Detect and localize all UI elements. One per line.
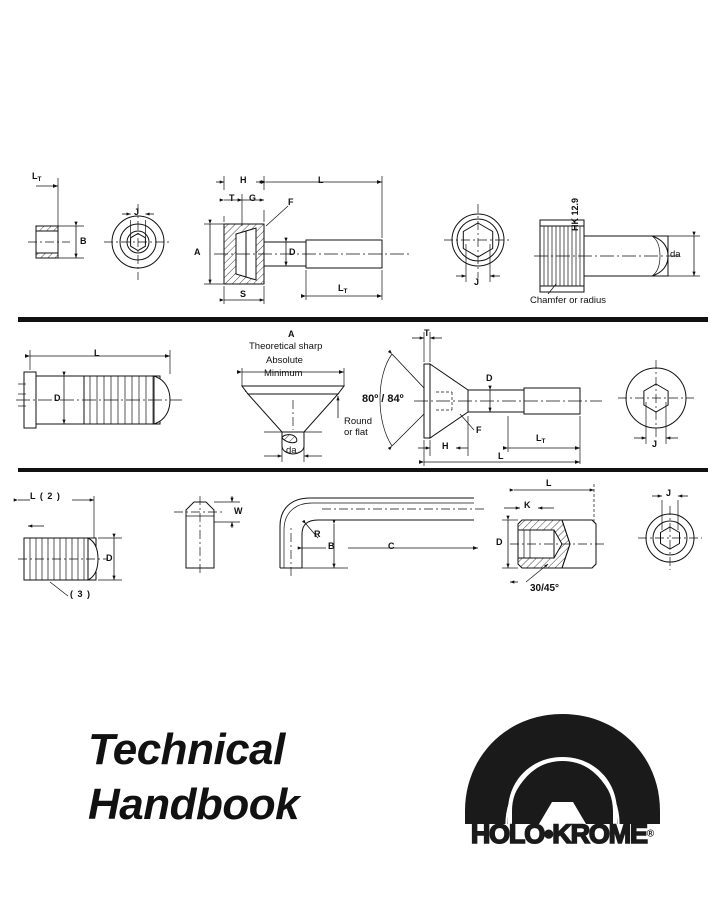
flat-head-screw-side-view: 80º / 84º T D F H LT L <box>356 328 606 468</box>
label-r: R <box>314 529 321 539</box>
label-t: T <box>229 193 235 203</box>
set-screw-end-view: J <box>636 486 710 586</box>
label-f: F <box>476 425 482 435</box>
label-c: C <box>388 541 395 551</box>
brand-logo: HOLO•KROME® <box>455 706 670 856</box>
flat-head-socket-top-view: J <box>614 346 704 458</box>
label-l: L <box>318 175 324 185</box>
hex-key-end-view: W <box>170 494 250 584</box>
label-j: J <box>666 488 672 498</box>
label-d: D <box>106 553 113 563</box>
label-chamfer-callout: Chamfer or radius <box>530 295 607 306</box>
label-s: S <box>240 289 247 299</box>
divider-bar-1 <box>18 317 708 322</box>
label-j: J <box>474 277 480 287</box>
label-da: da <box>286 445 297 456</box>
cap-screw-side-view: H L T G F A D S LT <box>186 160 436 310</box>
socket-set-screw-section: L K D 30/45° <box>496 478 636 606</box>
label-h: H <box>240 175 247 185</box>
brand-wordmark: HOLO•KROME <box>470 818 649 850</box>
divider-bar-2 <box>18 468 708 472</box>
label-angle: 80º / 84º <box>362 393 404 405</box>
label-lt: LT <box>536 433 546 445</box>
label-round-or-flat: Round or flat <box>344 416 372 438</box>
label-g: G <box>249 193 257 203</box>
label-l2: L ( 2 ) <box>30 491 61 501</box>
cap-screw-end-section: LT B <box>14 164 104 294</box>
label-d: D <box>496 537 503 547</box>
figure-row-1: LT B J <box>0 160 714 315</box>
label-a: A <box>288 329 295 339</box>
label-f: F <box>288 197 294 207</box>
label-b: B <box>80 236 87 246</box>
label-j: J <box>134 207 140 217</box>
hex-socket-top-view: J <box>440 186 520 296</box>
label-j: J <box>652 439 658 449</box>
label-note3: ( 3 ) <box>70 589 92 599</box>
label-h: H <box>442 441 449 451</box>
label-da: da <box>670 249 681 260</box>
label-absolute: Absolute <box>266 355 303 366</box>
countersink-head-detail: A Theoretical sharp Absolute Minimum Rou… <box>226 328 396 468</box>
cap-screw-top-view: J <box>100 188 180 288</box>
label-k: K <box>524 500 531 510</box>
label-lt: LT <box>32 171 42 183</box>
registered-trademark-icon: ® <box>646 828 655 840</box>
label-w: W <box>234 506 243 516</box>
label-minimum: Minimum <box>264 368 303 379</box>
knurled-head-screw: HK 12.9 Chamfer or radius da <box>528 184 714 310</box>
figure-row-3: L ( 2 ) D ( 3 ) W <box>0 478 714 608</box>
brand-wordmark-group: HOLO•KROME® <box>455 818 670 850</box>
label-l: L <box>94 348 100 358</box>
holo-krome-arch-icon <box>465 714 660 825</box>
label-grade-mark: HK 12.9 <box>570 197 580 231</box>
label-d: D <box>486 373 493 383</box>
hex-key-side-view: R B C <box>262 486 492 586</box>
label-l: L <box>546 478 552 488</box>
label-a: A <box>194 247 201 257</box>
label-lt: LT <box>338 283 348 295</box>
low-head-screw-side-view: L D <box>10 332 200 452</box>
title-line-1: Technical <box>88 725 285 774</box>
label-d: D <box>289 247 296 257</box>
label-chamfer-angle: 30/45° <box>530 583 560 594</box>
label-d: D <box>54 393 61 403</box>
page-title: Technical Handbook <box>88 722 388 832</box>
label-t: T <box>424 328 430 338</box>
figure-row-2: L D <box>0 328 714 468</box>
label-b: B <box>328 541 335 551</box>
fully-threaded-stud: L ( 2 ) D ( 3 ) <box>10 478 160 606</box>
label-l: L <box>498 451 504 461</box>
title-line-2: Handbook <box>88 780 300 829</box>
label-theoretical-sharp: Theoretical sharp <box>249 341 323 352</box>
